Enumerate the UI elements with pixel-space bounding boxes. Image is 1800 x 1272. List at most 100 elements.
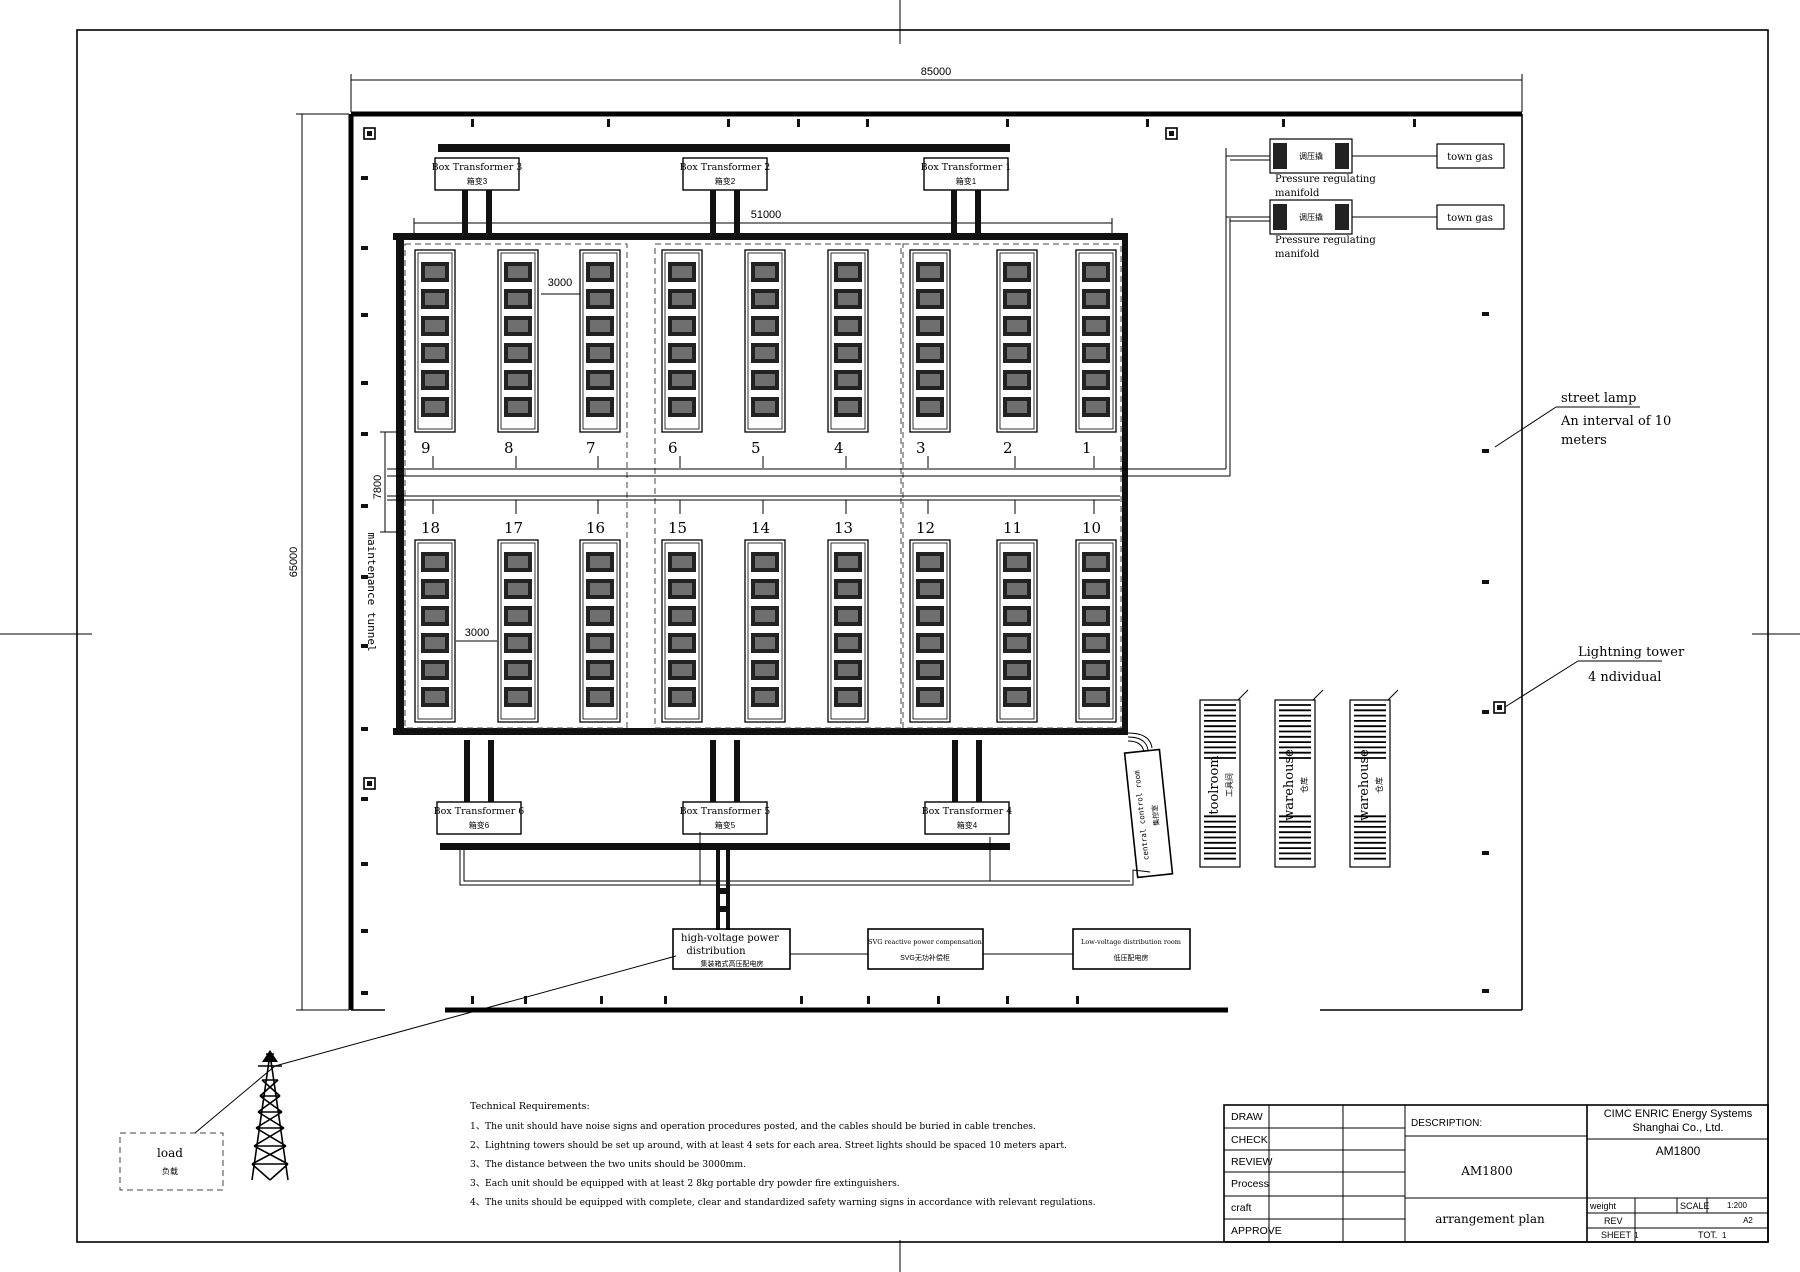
tot-label: TOT. bbox=[1698, 1230, 1717, 1240]
unit-spacing-bottom-label: 3000 bbox=[465, 627, 489, 639]
svg-cn: SVG无功补偿柜 bbox=[900, 953, 950, 962]
generator-unit: 8 bbox=[497, 249, 539, 457]
drawing-name: arrangement plan bbox=[1435, 1212, 1545, 1226]
street-lamp-icon bbox=[1482, 580, 1489, 584]
load-cn: 负载 bbox=[162, 1166, 178, 1176]
street-lamp-line2: meters bbox=[1561, 433, 1607, 448]
requirement-4: 3、Each unit should be equipped with at l… bbox=[470, 1178, 900, 1189]
street-lamp-icon bbox=[471, 996, 474, 1004]
dimension-unit-spacing-top: 3000 bbox=[541, 277, 580, 295]
unit-number: 12 bbox=[916, 519, 935, 537]
generator-unit: 5 bbox=[744, 249, 786, 457]
regulator-cn: 调压撬 bbox=[1299, 151, 1323, 161]
bottom-busbar bbox=[440, 843, 1010, 850]
town-gas-label: town gas bbox=[1447, 152, 1493, 163]
building-cn: 仓库 bbox=[1299, 777, 1309, 793]
unit-number: 10 bbox=[1082, 519, 1101, 537]
street-lamp-icon bbox=[524, 996, 527, 1004]
array-area bbox=[387, 148, 1231, 735]
svg-compensation bbox=[867, 928, 984, 970]
unit-number: 7 bbox=[586, 439, 596, 457]
bottom-transformer-title: Box Transformer 5 bbox=[680, 806, 771, 817]
dimension-overall-height: 65000 bbox=[288, 113, 349, 1011]
unit-number: 8 bbox=[504, 439, 514, 457]
street-lamp-icon bbox=[937, 996, 940, 1004]
manifold-label: Pressure regulating bbox=[1275, 235, 1376, 246]
building-name: toolroom bbox=[1207, 755, 1222, 814]
distribution-equipment: high-voltage power distribution 集装箱式高压配电… bbox=[274, 928, 1191, 1067]
street-lamp-note: street lamp An interval of 10 meters bbox=[1494, 391, 1671, 448]
top-transformer-3: Box Transformer 1 箱变1 bbox=[921, 157, 1012, 236]
manifold-label-2: manifold bbox=[1275, 249, 1320, 260]
generator-unit: 1 bbox=[1075, 249, 1117, 457]
building-name: warehouse bbox=[1282, 749, 1297, 821]
sheet-value: 1 bbox=[1634, 1231, 1639, 1240]
requirement-5: 4、The units should be equipped with comp… bbox=[470, 1197, 1096, 1208]
street-lamp-icon bbox=[361, 929, 368, 933]
title-block-role: APPROVE bbox=[1231, 1225, 1282, 1237]
load-label: load bbox=[157, 1146, 183, 1160]
street-lamp-icon bbox=[361, 176, 368, 180]
overall-height-label: 65000 bbox=[288, 547, 300, 578]
array-bottom-bar bbox=[393, 728, 1128, 735]
street-lamp-icon bbox=[1076, 996, 1079, 1004]
unit-number: 1 bbox=[1082, 439, 1092, 457]
top-transformer-title: Box Transformer 3 bbox=[432, 162, 523, 173]
unit-number: 13 bbox=[834, 519, 853, 537]
street-lamp-icon bbox=[361, 727, 368, 731]
site-boundary bbox=[348, 111, 1523, 1013]
top-busbar bbox=[438, 144, 1010, 152]
street-lamp-icon bbox=[361, 644, 368, 648]
generator-unit: 13 bbox=[827, 519, 869, 723]
generator-unit: 17 bbox=[497, 519, 539, 723]
top-transformer-cn: 箱变1 bbox=[956, 176, 977, 186]
dimension-inner-width: 51000 bbox=[413, 209, 1113, 236]
drawing-frame bbox=[76, 29, 1769, 1243]
street-lamp-icon bbox=[1146, 119, 1149, 127]
generator-unit: 14 bbox=[744, 519, 786, 723]
street-lamp-icon bbox=[664, 996, 667, 1004]
title-block-role: craft bbox=[1231, 1202, 1252, 1214]
aisle-width-label: 7800 bbox=[372, 475, 384, 499]
street-lamp-icon bbox=[867, 996, 870, 1004]
drawing-number: AM1800 bbox=[1656, 1144, 1701, 1158]
street-lamp-icon bbox=[1282, 119, 1285, 127]
building-cn: 工具间 bbox=[1225, 773, 1234, 797]
hv-cn: 集装箱式高压配电房 bbox=[701, 959, 764, 968]
manifold-label-2: manifold bbox=[1275, 188, 1320, 199]
street-lamp-icon bbox=[361, 432, 368, 436]
unit-number: 18 bbox=[421, 519, 440, 537]
street-lamp-line1: An interval of 10 bbox=[1560, 414, 1671, 429]
model-name: AM1800 bbox=[1460, 1164, 1513, 1178]
regulator-cn: 调压撬 bbox=[1299, 212, 1323, 222]
sheet-label: SHEET bbox=[1601, 1230, 1632, 1240]
street-lamp-icon bbox=[797, 119, 800, 127]
generator-unit: 15 bbox=[661, 519, 703, 723]
title-block-role: DRAW bbox=[1231, 1111, 1263, 1123]
bottom-transformer-cn: 箱变6 bbox=[469, 820, 490, 830]
generator-unit: 16 bbox=[579, 519, 621, 723]
street-lamp-icon bbox=[1006, 996, 1009, 1004]
street-lamp-icon bbox=[1482, 312, 1489, 316]
generator-unit: 9 bbox=[414, 249, 456, 457]
central-control-room: central control room 集控室 bbox=[1123, 732, 1174, 879]
inner-width-label: 51000 bbox=[751, 209, 782, 221]
generator-unit: 12 bbox=[909, 519, 951, 723]
street-lamp-icon bbox=[361, 862, 368, 866]
generator-unit: 11 bbox=[996, 519, 1038, 723]
title-block-role: CHECK bbox=[1231, 1134, 1268, 1146]
street-lamp-icon bbox=[800, 996, 803, 1004]
generator-unit: 2 bbox=[996, 249, 1038, 457]
array-top-bar bbox=[393, 233, 1128, 240]
top-transformer-title: Box Transformer 1 bbox=[921, 162, 1012, 173]
street-lamp-icon bbox=[727, 119, 730, 127]
building-name: warehouse bbox=[1357, 749, 1372, 821]
